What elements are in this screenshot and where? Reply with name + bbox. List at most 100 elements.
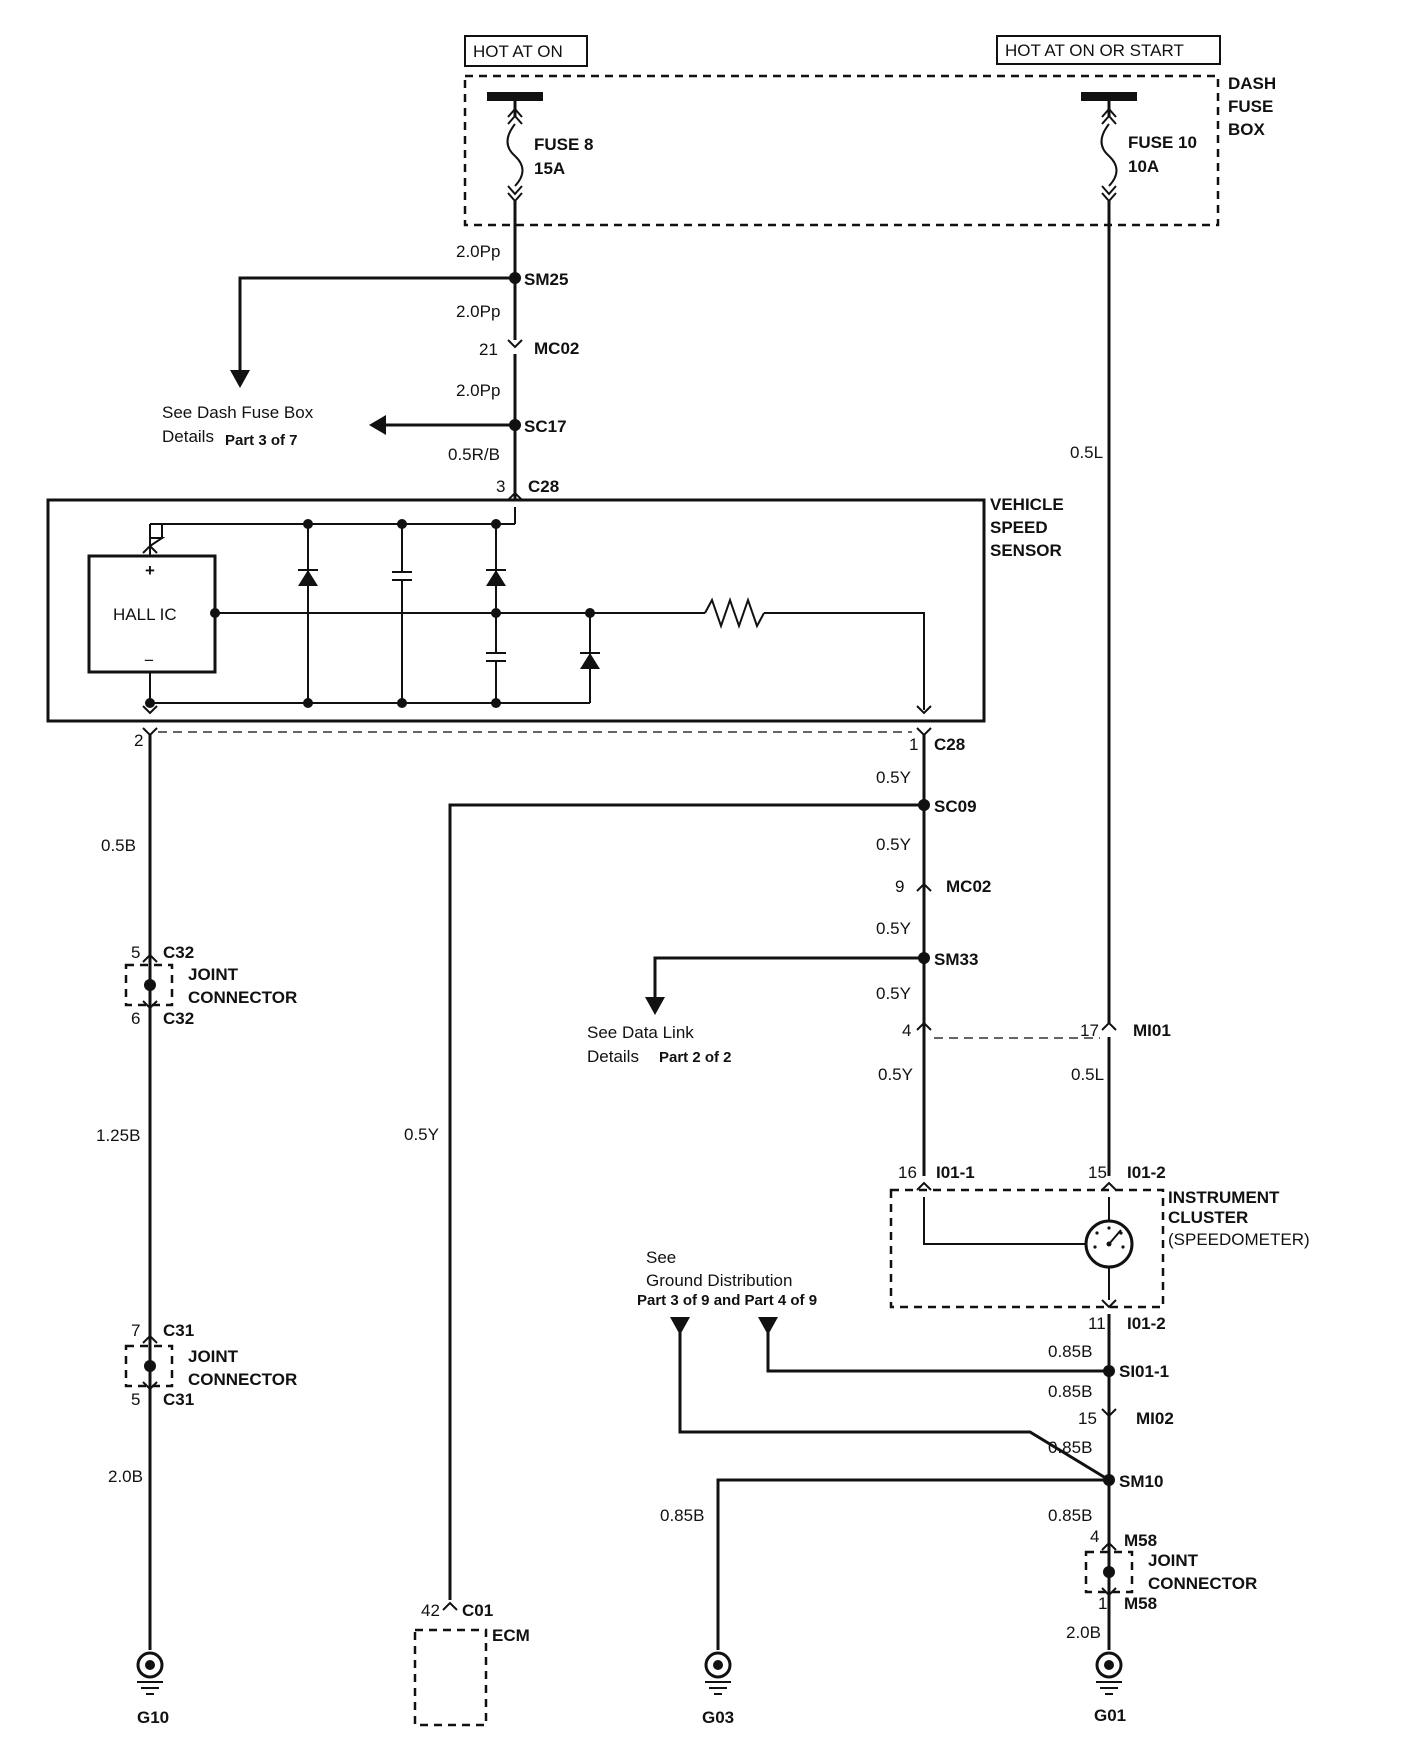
c32-pin-6: 6 [131, 1009, 140, 1028]
cluster-label-1: INSTRUMENT [1168, 1188, 1280, 1207]
ground-g01-icon [1095, 1651, 1123, 1695]
sensor-pin-1: 1 [909, 735, 918, 754]
mc02-pin-21: 21 [479, 340, 498, 359]
m58-pin-1: 1 [1098, 1594, 1107, 1613]
wire-label-1-25b: 1.25B [96, 1126, 140, 1145]
hot-at-on-label: HOT AT ON [473, 42, 563, 61]
wire-label-0-5l-bottom: 0.5L [1071, 1065, 1104, 1084]
ecm-label: ECM [492, 1626, 530, 1645]
mc02-label-bottom: MC02 [946, 877, 991, 896]
c32-pin-5: 5 [131, 943, 140, 962]
sc09-label: SC09 [934, 797, 977, 816]
wire-label-085b-4: 0.85B [1048, 1506, 1092, 1525]
joint-connector-m58-label-2: CONNECTOR [1148, 1574, 1257, 1593]
wire-label-0-5rb: 0.5R/B [448, 445, 500, 464]
sm25-label: SM25 [524, 270, 568, 289]
g10-label: G10 [137, 1708, 169, 1727]
dash-fuse-box-label-2: FUSE [1228, 97, 1273, 116]
wire-ecm [448, 803, 924, 1600]
connector-mi02-15 [1101, 1408, 1117, 1418]
cluster-label-2: CLUSTER [1168, 1208, 1248, 1227]
c31-pin-7: 7 [131, 1321, 140, 1340]
vss-label-2: SPEED [990, 518, 1048, 537]
connector-mc02-21 [507, 339, 523, 349]
wire-label-085b-2: 0.85B [1048, 1382, 1092, 1401]
cluster-label-3: (SPEEDOMETER) [1168, 1230, 1310, 1249]
sc17-label: SC17 [524, 417, 567, 436]
wire-label-085b-1: 0.85B [1048, 1342, 1092, 1361]
joint-connector-c32-label-1: JOINT [188, 965, 239, 984]
wire-sm25-branch [238, 276, 515, 376]
see-dash-fuse-box: See Dash Fuse Box [162, 403, 314, 422]
i01-2-label-b: I01-2 [1127, 1314, 1166, 1333]
see-ground: See [646, 1248, 676, 1267]
c31-label-a: C31 [163, 1321, 194, 1340]
sm33-label: SM33 [934, 950, 978, 969]
vss-top-bus [149, 523, 515, 556]
vss-label-1: VEHICLE [990, 495, 1064, 514]
hall-ic-minus: − [144, 651, 154, 670]
c31-pin-5: 5 [131, 1390, 140, 1409]
wire-label-2-0b-right: 2.0B [1066, 1623, 1101, 1642]
g03-label: G03 [702, 1708, 734, 1727]
dash-fuse-box-label-1: DASH [1228, 74, 1276, 93]
c28-bottom-label: C28 [934, 735, 965, 754]
vss-label-3: SENSOR [990, 541, 1062, 560]
joint-connector-c31-label-1: JOINT [188, 1347, 239, 1366]
fuse-10-rating: 10A [1128, 157, 1159, 176]
mi02-label: MI02 [1136, 1409, 1174, 1428]
wire-label-0-5y-5: 0.5Y [878, 1065, 913, 1084]
mi01-pin-17: 17 [1080, 1021, 1099, 1040]
joint-connector-c31-label-2: CONNECTOR [188, 1370, 297, 1389]
vehicle-speed-sensor-box [46, 498, 986, 723]
mi02-pin-15: 15 [1078, 1409, 1097, 1428]
hot-at-on-or-start-label: HOT AT ON OR START [1005, 41, 1184, 60]
arrow-sm25-branch [230, 370, 250, 388]
i01-2-label: I01-2 [1127, 1163, 1166, 1182]
wire-label-085b-3: 0.85B [1048, 1438, 1092, 1457]
see-data-link-details: Details [587, 1047, 639, 1066]
capacitor-2 [486, 652, 506, 662]
c32-label-b: C32 [163, 1009, 194, 1028]
fuse-10-symbol [1081, 92, 1137, 203]
see-dash-fuse-details: Details [162, 427, 214, 446]
hot-at-on-or-start-box [996, 35, 1221, 65]
diode-2 [486, 519, 506, 708]
wire-sm33-branch [653, 956, 924, 1002]
fuse-8-symbol [487, 92, 543, 203]
ecm-box [413, 1628, 488, 1727]
joint-connector-c32-label-2: CONNECTOR [188, 988, 297, 1007]
hot-at-on-box [464, 35, 588, 67]
capacitor-1 [392, 519, 412, 708]
wire-label-0-5l-top: 0.5L [1070, 443, 1103, 462]
i01-2-pin-11: 11 [1088, 1314, 1106, 1333]
m58-label-b: M58 [1124, 1594, 1157, 1613]
c01-pin-42: 42 [421, 1601, 440, 1620]
see-data-link: See Data Link [587, 1023, 694, 1042]
sensor-pin-2: 2 [134, 731, 143, 750]
wire-label-085b-g03: 0.85B [660, 1506, 704, 1525]
wire-label-2-0pp-c: 2.0Pp [456, 381, 500, 400]
see-data-link-part: Part 2 of 2 [659, 1049, 732, 1066]
speedometer-icon [1084, 1219, 1134, 1269]
dash-fuse-box [463, 74, 1220, 227]
c28-top-label: C28 [528, 477, 559, 496]
fuse-10-label: FUSE 10 [1128, 133, 1197, 152]
g01-label: G01 [1094, 1706, 1126, 1725]
mc02-label-top: MC02 [534, 339, 579, 358]
ground-g03-icon [704, 1651, 732, 1695]
arrow-sm33-branch [645, 997, 665, 1015]
fuse-8-label: FUSE 8 [534, 135, 594, 154]
ground-g10-icon [136, 1651, 164, 1695]
i01-2-pin-15: 15 [1088, 1163, 1107, 1182]
see-dash-fuse-part: Part 3 of 7 [225, 432, 298, 449]
i01-1-pin-16: 16 [898, 1163, 917, 1182]
c01-label: C01 [462, 1601, 493, 1620]
i01-1-label: I01-1 [936, 1163, 975, 1182]
instrument-cluster-box [889, 1188, 1165, 1309]
fuse-8-rating: 15A [534, 159, 565, 178]
arrow-sc17-branch [369, 415, 386, 435]
wire-speedometer-in [923, 1197, 1086, 1245]
hall-ic-plus: + [145, 561, 155, 580]
